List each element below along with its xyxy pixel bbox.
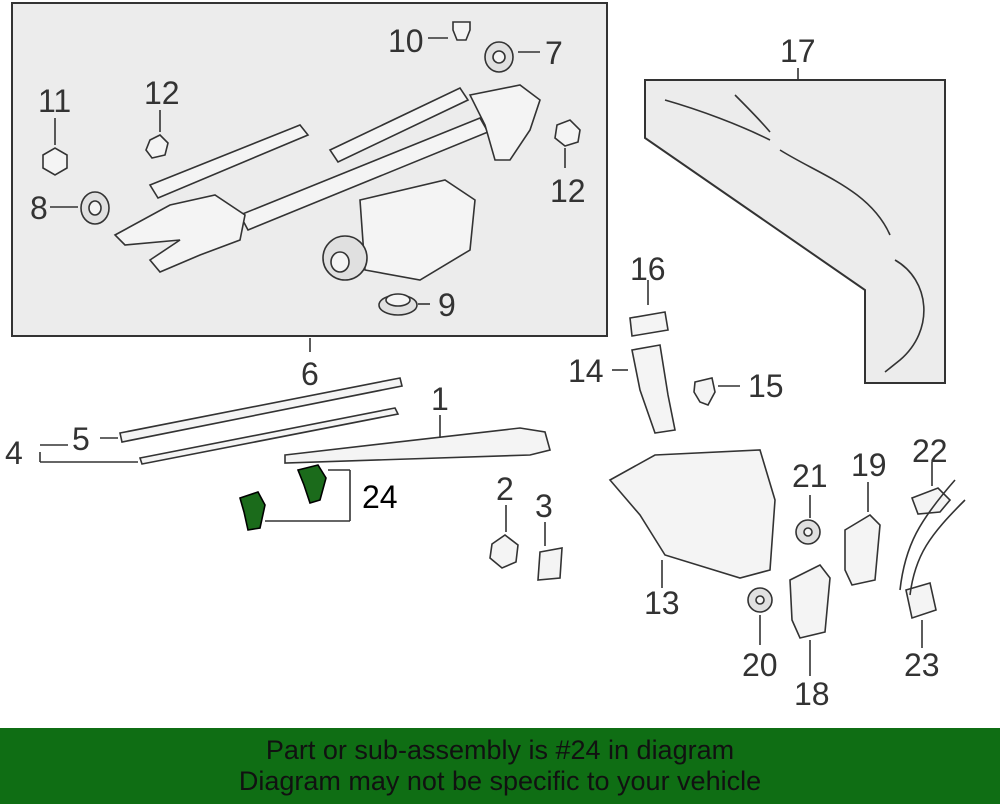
- washer-reservoir: [608, 280, 776, 588]
- clip-15: [693, 377, 740, 406]
- callout-8: 8: [30, 190, 48, 226]
- callout-20: 20: [742, 647, 778, 683]
- callout-12b: 12: [550, 173, 586, 209]
- part-info-banner: Part or sub-assembly is #24 in diagram D…: [0, 728, 1000, 804]
- callout-12a: 12: [144, 75, 180, 111]
- wiper-blade-arm: [119, 377, 551, 465]
- callout-11: 11: [38, 83, 71, 119]
- parts-diagram: 10 7 11 12 8 12 9 6 17 5 4 1 24: [5, 2, 966, 712]
- callout-5: 5: [72, 421, 90, 457]
- callout-2: 2: [496, 471, 514, 507]
- callout-23: 23: [904, 647, 940, 683]
- blade-arm-callout-lines: [39, 415, 441, 463]
- callout-6: 6: [301, 356, 319, 392]
- callout-14: 14: [568, 353, 604, 389]
- callout-16: 16: [630, 251, 666, 287]
- callout-1: 1: [431, 381, 449, 417]
- callout-7: 7: [545, 35, 563, 71]
- hose-brackets: [899, 462, 966, 648]
- callout-17: 17: [780, 33, 816, 69]
- linkage-small-parts: [42, 21, 581, 316]
- callout-19: 19: [851, 447, 887, 483]
- callout-24: 24: [362, 479, 398, 515]
- callout-4: 4: [5, 435, 23, 471]
- callout-24-lines: [265, 469, 351, 522]
- callout-10: 10: [388, 23, 424, 59]
- callout-3: 3: [535, 488, 553, 524]
- washer-hose: [664, 94, 925, 373]
- highlighted-part-24: [239, 464, 327, 531]
- callout-15: 15: [748, 368, 784, 404]
- linkage-assembly-box: [11, 2, 608, 337]
- callout-22: 22: [912, 433, 948, 469]
- banner-line-disclaimer: Diagram may not be specific to your vehi…: [238, 766, 762, 796]
- washer-hose-box: [644, 79, 946, 384]
- linkage-callout-lines: [50, 37, 566, 352]
- banner-line-part: Part or sub-assembly is #24 in diagram: [265, 735, 735, 765]
- callout-18: 18: [794, 676, 830, 712]
- callout-21: 21: [792, 458, 828, 494]
- wiper-motor: [322, 179, 476, 281]
- washer-pumps: [747, 482, 881, 676]
- wiper-linkage: [113, 84, 541, 273]
- callout-13: 13: [644, 585, 680, 621]
- callout-9: 9: [438, 287, 456, 323]
- nut-and-cap: [489, 505, 563, 581]
